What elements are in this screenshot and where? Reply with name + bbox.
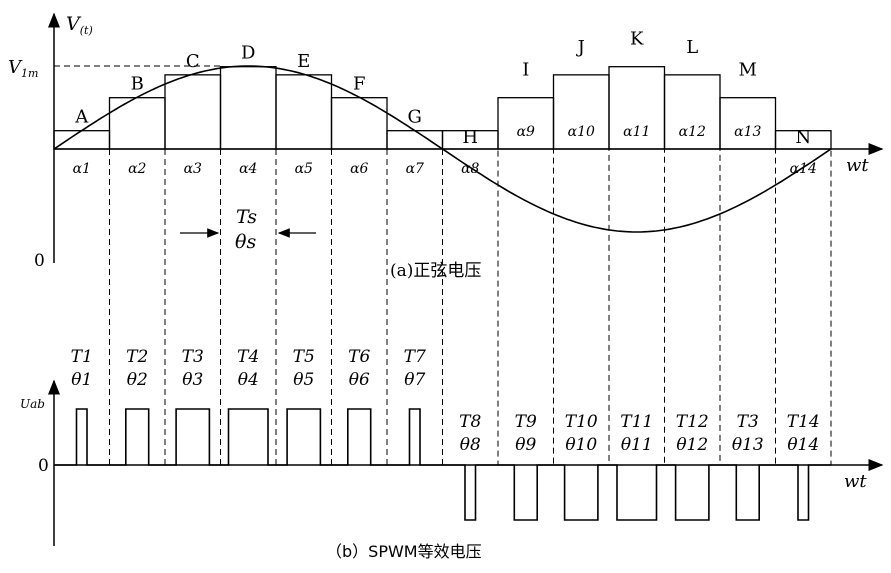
- period-label: T3: [182, 347, 204, 367]
- period-label: T4: [237, 347, 259, 367]
- alpha-label: α13: [734, 124, 761, 140]
- theta-label: θ7: [404, 370, 425, 390]
- theta-label: θ12: [676, 435, 708, 455]
- step-letter: N: [795, 127, 811, 148]
- theta-label: θ8: [460, 435, 481, 455]
- top-origin-label: 0: [34, 251, 45, 271]
- step-rect: [330, 97, 388, 150]
- period-label: T9: [515, 412, 537, 432]
- theta-label: θ11: [621, 435, 653, 455]
- step-letter: K: [630, 29, 644, 50]
- step-rect: [386, 130, 444, 150]
- step-letter: H: [462, 127, 478, 148]
- step-letter: L: [686, 37, 698, 58]
- step-letter: C: [186, 51, 200, 72]
- bottom-origin-label: 0: [38, 456, 49, 476]
- step-letter: E: [297, 51, 310, 72]
- theta-label: θ2: [127, 370, 148, 390]
- bottom-caption: （b）SPWM等效电压: [326, 542, 482, 561]
- step-letter: B: [131, 74, 144, 95]
- ts-label: Ts: [236, 206, 257, 228]
- alpha-label: α14: [790, 161, 817, 177]
- period-label: T6: [348, 347, 370, 367]
- step-letter: M: [739, 60, 757, 81]
- step-rect: [219, 66, 277, 150]
- alpha-label: α10: [568, 124, 595, 140]
- period-label: T5: [293, 347, 315, 367]
- theta-label: θ13: [732, 435, 764, 455]
- bottom-y-axis-label: Uab: [20, 397, 45, 411]
- theta-label: θ4: [238, 370, 259, 390]
- step-rect: [108, 97, 166, 150]
- alpha-label: α6: [350, 161, 368, 177]
- alpha-label: α8: [461, 161, 479, 177]
- period-label: T11: [620, 412, 653, 432]
- theta-label: θ5: [293, 370, 314, 390]
- theta-label: θ1: [71, 370, 92, 390]
- bottom-x-axis-label: wt: [844, 471, 867, 492]
- period-label: T7: [404, 347, 426, 367]
- top-caption: (a)正弦电压: [390, 261, 481, 281]
- step-letter: I: [522, 60, 529, 81]
- theta-label: θ10: [565, 435, 597, 455]
- theta-label: θ3: [182, 370, 203, 390]
- alpha-label: α12: [679, 124, 706, 140]
- alpha-label: α1: [73, 161, 91, 177]
- period-label: T2: [126, 347, 148, 367]
- period-label: T14: [787, 412, 820, 432]
- period-label: T3: [737, 412, 759, 432]
- alpha-label: α5: [295, 161, 313, 177]
- step-rect: [164, 74, 222, 150]
- step-letter: F: [353, 74, 366, 95]
- alpha-label: α9: [517, 124, 535, 140]
- step-rect: [53, 130, 111, 150]
- theta-label: θ9: [515, 435, 536, 455]
- spwm-pulses-group: T1θ1T2θ2T3θ3T4θ4T5θ5T6θ6T7θ7T8θ8T9θ9T10θ…: [54, 347, 831, 521]
- top-y-axis-label: V(t): [66, 13, 93, 37]
- step-letter: G: [408, 107, 422, 128]
- alpha-label: α7: [406, 161, 424, 177]
- sine-steps-group: A B C D E F G H I J K L M Nα1 α2 α3 α4 α5 α6 α7 α8 α9 α10 α11 α1…: [53, 29, 832, 465]
- step-letter: J: [576, 37, 585, 58]
- theta-s-label: θs: [235, 231, 256, 253]
- alpha-label: α11: [623, 124, 650, 140]
- period-label: T8: [459, 412, 481, 432]
- period-label: T1: [71, 347, 93, 367]
- period-label: T12: [676, 412, 709, 432]
- theta-label: θ6: [349, 370, 370, 390]
- step-rect: [275, 74, 333, 150]
- step-letter: A: [74, 107, 89, 128]
- step-letter: D: [241, 43, 255, 64]
- spwm-pulse-train: [54, 408, 831, 521]
- alpha-label: α3: [184, 161, 202, 177]
- theta-label: θ14: [787, 435, 819, 455]
- alpha-label: α4: [239, 161, 257, 177]
- top-x-axis-label: wt: [846, 155, 869, 176]
- alpha-label: α2: [128, 161, 146, 177]
- period-label: T10: [565, 412, 598, 432]
- peak-label: V1m: [8, 57, 38, 80]
